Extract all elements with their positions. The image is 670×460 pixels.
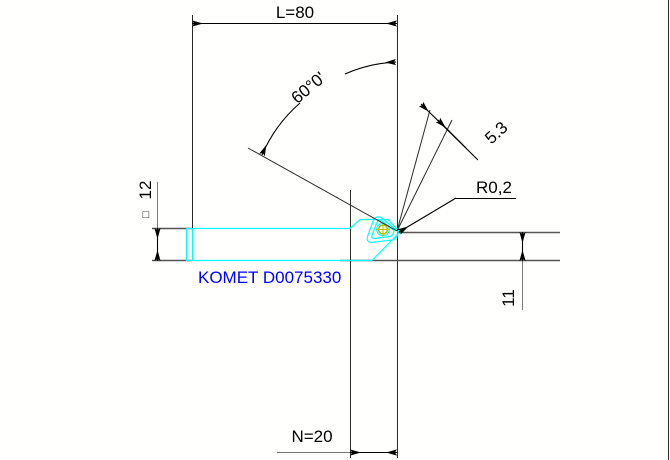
centre-lines: [152, 227, 560, 262]
dimension-label-head-length: N=20: [291, 427, 332, 446]
dimension-label-centre-height: 11: [499, 289, 518, 307]
square-symbol-icon: □: [143, 209, 150, 221]
dimension-centre-height: 11: [499, 232, 526, 310]
dimension-corner-radius: R0,2: [397, 178, 516, 235]
dimension-shank-square: 12 □: [136, 181, 161, 261]
witness-line-insert-width-b: [396, 119, 453, 232]
dimension-point-angle: 60°0': [247, 58, 398, 232]
dimension-overall-length: L=80: [192, 3, 397, 27]
dimension-arc-point-angle: [259, 102, 301, 157]
angle-leg-line: [247, 147, 398, 232]
dimension-label-corner-radius: R0,2: [476, 178, 512, 197]
part-number-label: KOMET D0075330: [198, 268, 341, 287]
dimension-insert-width: 5.3: [396, 101, 511, 232]
cutting-insert-outline: [366, 216, 399, 244]
dimension-label-insert-width: 5.3: [481, 118, 511, 148]
leader-line-corner-radius: [397, 197, 457, 235]
insert-screw-marker: [376, 222, 390, 237]
head-bottom-angled-edge: [371, 232, 400, 261]
dimension-arc-point-angle-upper: [344, 58, 397, 75]
dimension-head-length: N=20: [277, 427, 397, 456]
witness-line-insert-width-a: [396, 109, 431, 232]
dimension-line-insert-width-inner: [435, 117, 467, 149]
dimension-label-point-angle: 60°0': [288, 68, 330, 107]
insert-chipface-line: [371, 219, 395, 240]
head-top-chamfer: [349, 219, 361, 229]
tool-body-geometry: [185, 216, 400, 262]
extension-lines: [192, 0, 669, 460]
dimension-label-shank-square: 12: [136, 181, 155, 200]
dimension-label-overall-length: L=80: [276, 3, 314, 22]
